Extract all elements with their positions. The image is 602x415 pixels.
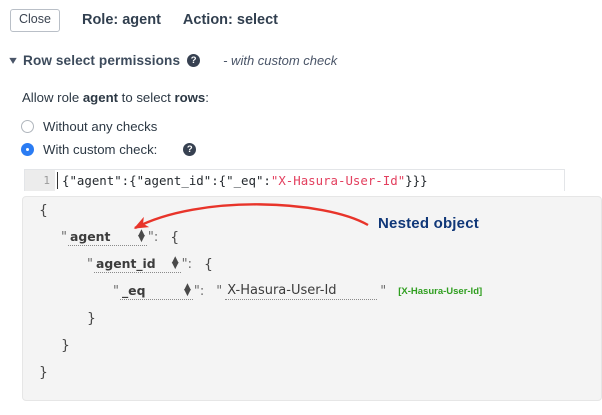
tree-row-close: } <box>23 359 601 386</box>
json-tree-editor[interactable]: { " agent ▲ ▼ ": { " agent_id ▲ ▼ ": { " <box>22 196 602 401</box>
radio-icon-without-checks[interactable] <box>21 119 34 133</box>
close-brace: } <box>87 310 96 327</box>
chevron-down-icon[interactable]: ▾ <box>9 53 17 68</box>
custom-check-help-icon[interactable]: ? <box>183 142 197 156</box>
stepper-up-icon[interactable]: ▲ <box>137 227 145 238</box>
value-open-brace: { <box>203 256 213 273</box>
editor-line-number: 1 <box>25 169 55 191</box>
allow-middle: to select <box>118 89 175 105</box>
stepper-down-icon[interactable]: ▼ <box>183 287 191 298</box>
section-note: - with custom check <box>223 52 338 68</box>
row-select-permissions-header[interactable]: ▾ Row select permissions ? - with custom… <box>9 52 602 68</box>
close-brace: } <box>61 337 70 354</box>
stepper-down-icon[interactable]: ▼ <box>171 260 179 271</box>
quote-open: " <box>113 284 119 299</box>
tree-row-close: } <box>23 305 601 332</box>
value-quote-close: " <box>380 284 387 299</box>
allow-suffix: : <box>205 89 209 105</box>
annotation-label: Nested object <box>378 215 479 232</box>
tree-row[interactable]: " agent ▲ ▼ ": { <box>23 224 601 251</box>
code-prefix: {"agent":{"agent_id":{"_eq": <box>62 172 271 188</box>
value-input-eq[interactable]: X-Hasura-User-Id <box>225 283 378 300</box>
tree-row[interactable]: " _eq ▲ ▼ ": " X-Hasura-User-Id " [X-Has… <box>23 278 601 305</box>
tree-row-root-open: { <box>23 197 601 224</box>
code-string-value: "X-Hasura-User-Id" <box>270 172 406 188</box>
quote-open: " <box>87 257 93 272</box>
action-title: Action: select <box>182 12 279 29</box>
close-brace: } <box>39 364 48 381</box>
radio-label-without-checks: Without any checks <box>43 118 158 134</box>
quote-open: " <box>61 230 67 245</box>
stepper-icon[interactable]: ▲ ▼ <box>171 254 179 271</box>
stepper-up-icon[interactable]: ▲ <box>183 281 191 292</box>
value-open-brace: { <box>170 229 180 246</box>
role-title: Role: agent <box>81 12 161 29</box>
radio-label-custom-check: With custom check: <box>43 141 158 157</box>
code-editor[interactable]: 1 {"agent":{"agent_id":{"_eq":"X-Hasura-… <box>24 168 565 191</box>
window-header: Close Role: agent Action: select <box>0 0 602 32</box>
allow-prefix: Allow role <box>22 89 83 105</box>
value-text: X-Hasura-User-Id <box>227 283 337 298</box>
value-quote-open: " <box>216 284 223 299</box>
header-titles: Role: agent Action: select <box>74 12 278 28</box>
help-icon[interactable]: ? <box>187 53 201 67</box>
section-title: Row select permissions <box>23 52 181 68</box>
radio-icon-custom-check[interactable] <box>21 142 34 156</box>
quote-close-colon: ": <box>147 230 159 245</box>
key-input-agent-id[interactable]: agent_id ▲ ▼ <box>93 254 181 273</box>
quote-close-colon: ": <box>193 284 205 299</box>
allow-role: agent <box>82 89 119 105</box>
session-variable-hint: [X-Hasura-User-Id] <box>398 286 483 297</box>
radio-option-custom-check[interactable]: With custom check: ? <box>21 138 602 161</box>
code-suffix: }}} <box>405 172 428 188</box>
radio-option-without-checks[interactable]: Without any checks <box>21 115 602 138</box>
tree-row[interactable]: " agent_id ▲ ▼ ": { <box>23 251 601 278</box>
stepper-icon[interactable]: ▲ ▼ <box>183 281 191 298</box>
stepper-up-icon[interactable]: ▲ <box>171 254 179 265</box>
allow-object: rows <box>174 89 206 105</box>
key-text: agent_id <box>95 256 156 271</box>
key-text: agent <box>69 229 111 244</box>
stepper-down-icon[interactable]: ▼ <box>137 233 145 244</box>
editor-code-line[interactable]: {"agent":{"agent_id":{"_eq":"X-Hasura-Us… <box>55 170 564 191</box>
key-text: _eq <box>121 283 146 298</box>
key-input-eq[interactable]: _eq ▲ ▼ <box>119 281 193 300</box>
tree-row-close: } <box>23 332 601 359</box>
close-button[interactable]: Close <box>10 9 60 32</box>
key-input-agent[interactable]: agent ▲ ▼ <box>67 227 147 246</box>
allow-description: Allow role agent to select rows: <box>22 90 602 105</box>
open-brace: { <box>39 202 48 219</box>
quote-close-colon: ": <box>181 257 192 272</box>
stepper-icon[interactable]: ▲ ▼ <box>137 227 145 244</box>
